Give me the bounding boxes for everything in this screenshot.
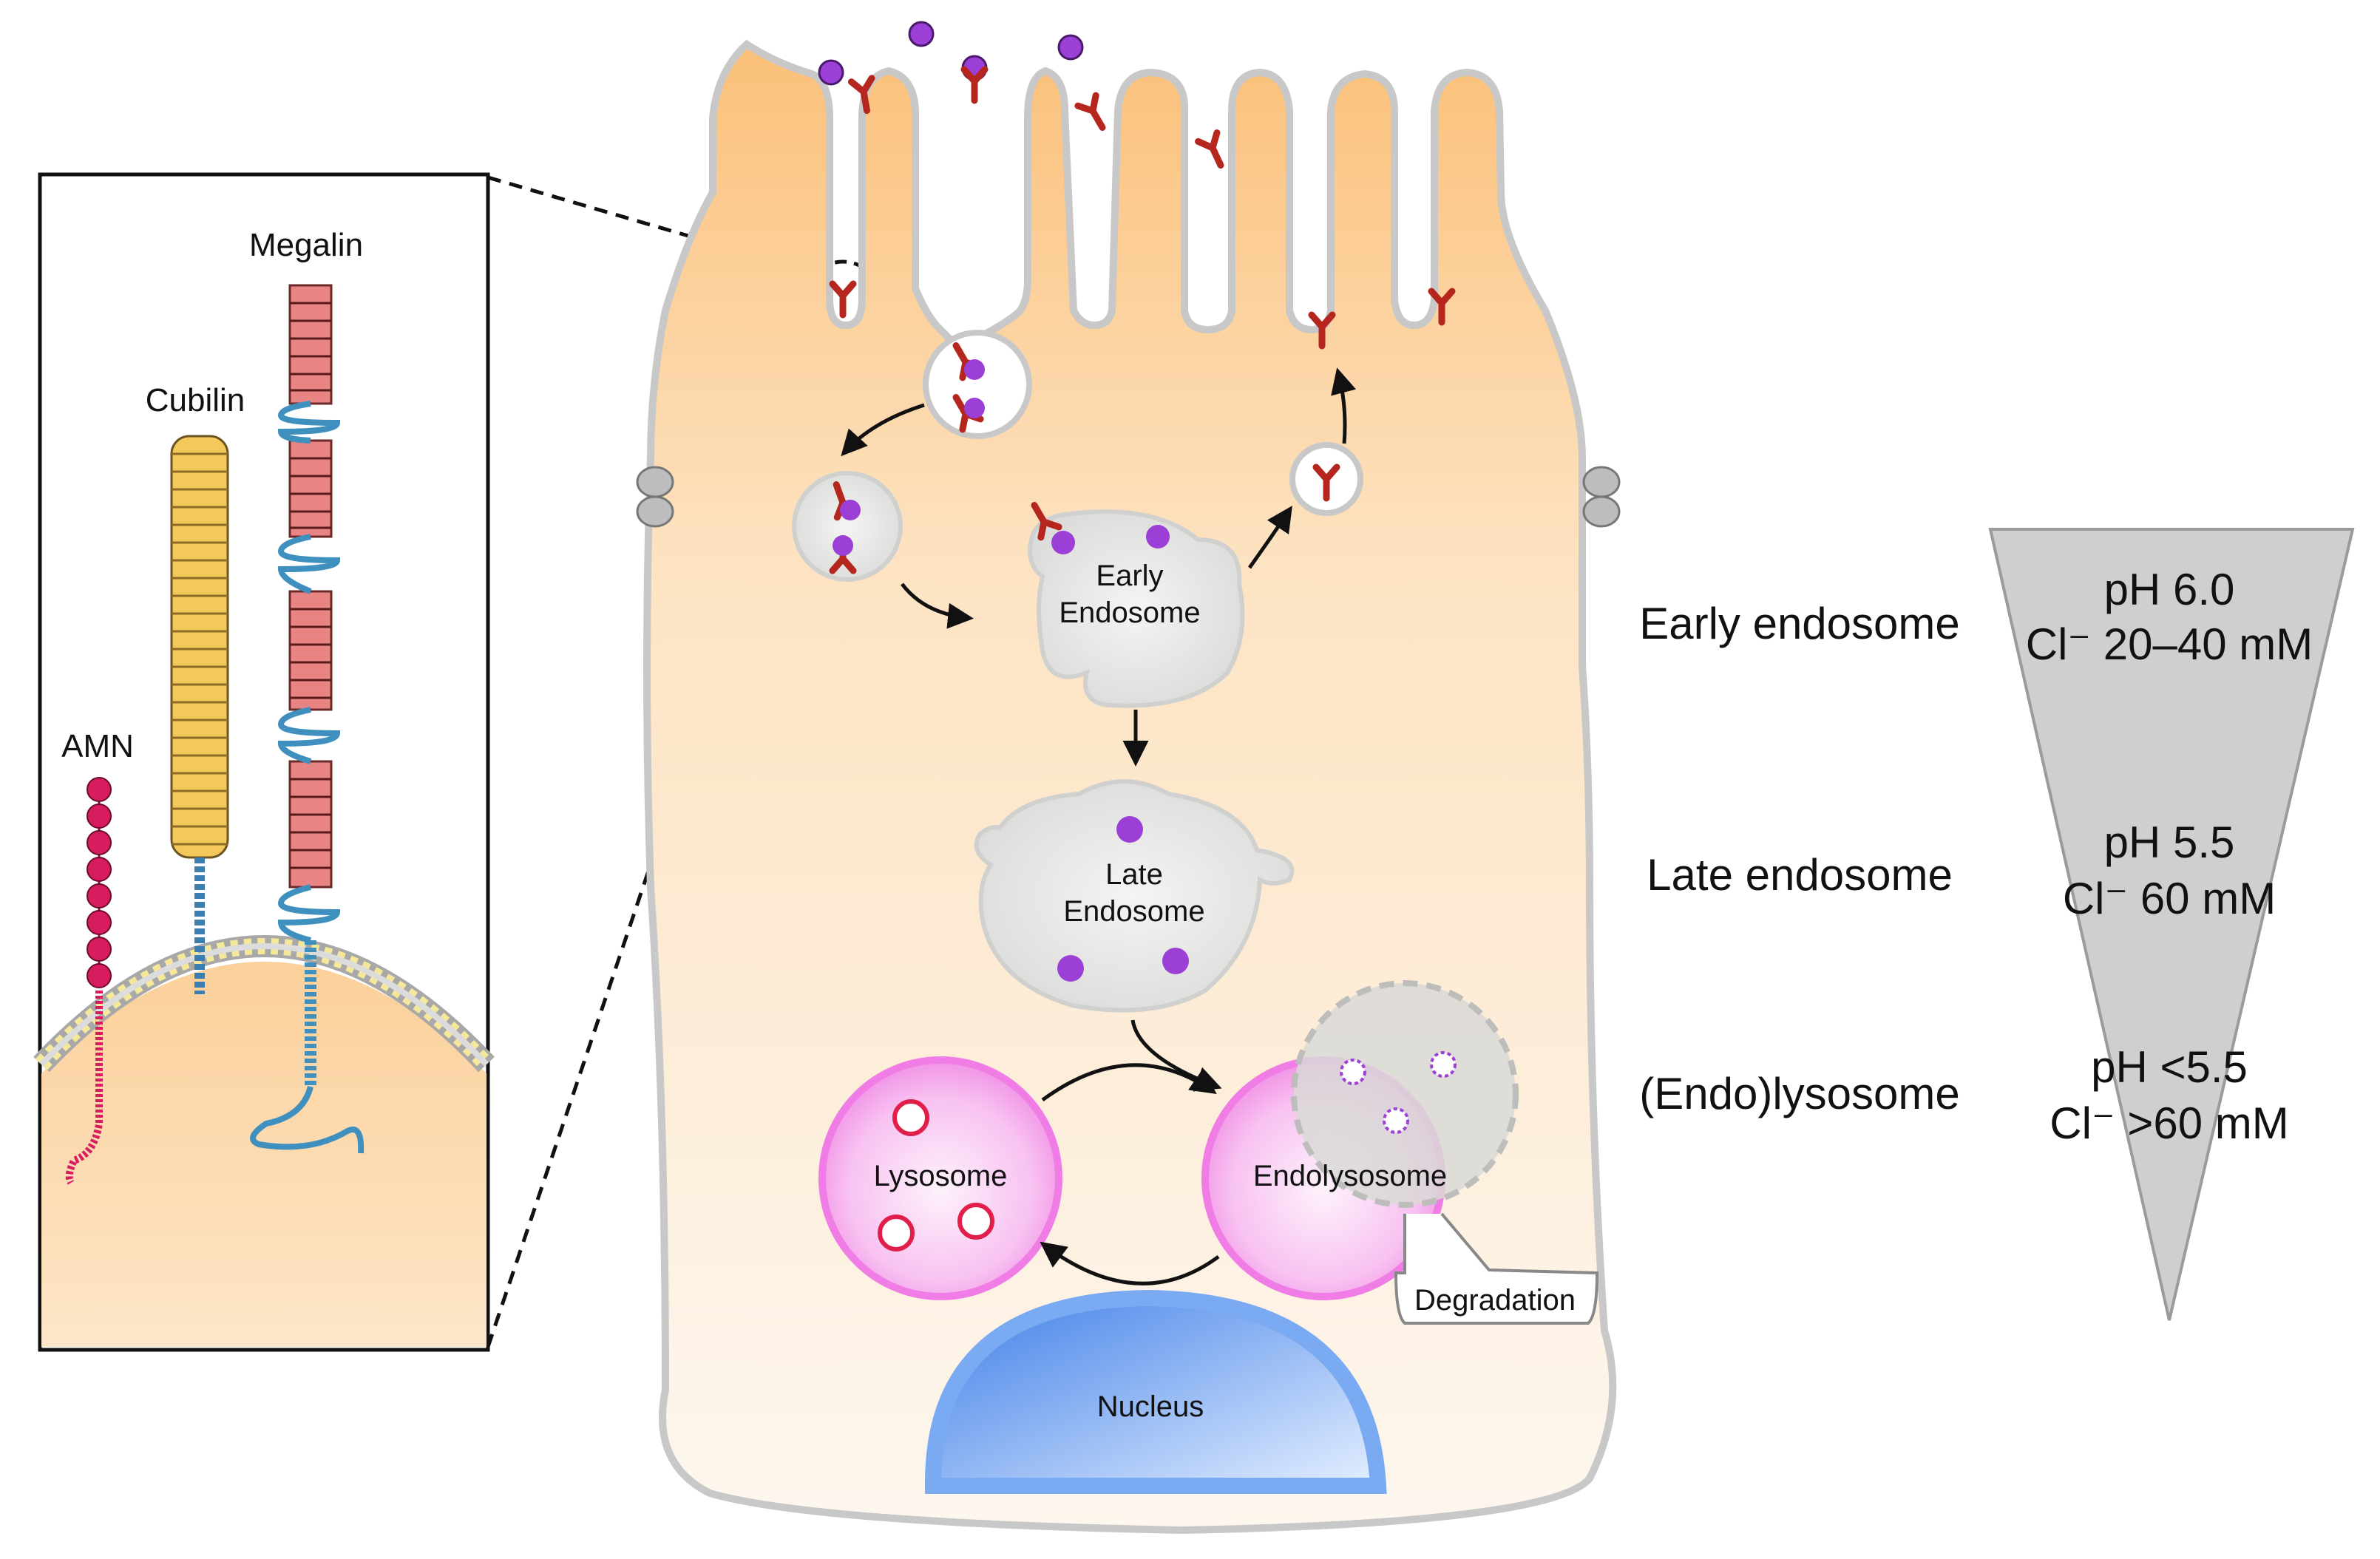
cubilin-protein <box>170 435 229 994</box>
compartment-name-late: Late endosome <box>1647 850 1953 900</box>
compartment-name-early: Early endosome <box>1639 599 1960 648</box>
early-endosome: Early Endosome <box>1025 500 1245 708</box>
megalin-label: Megalin <box>249 227 363 263</box>
compartment-name-endolysosome: (Endo)lysosome <box>1639 1069 1960 1118</box>
endolysosome: Endolysosome <box>1201 980 1519 1300</box>
chloride-value-endolysosome: Cl⁻ >60 mM <box>2050 1098 2288 1148</box>
ph-value-early: pH 6.0 <box>2104 565 2235 614</box>
early-endosome-label-line2: Endosome <box>1059 597 1200 629</box>
nucleus-label: Nucleus <box>1097 1390 1204 1423</box>
lysosome: Lysosome <box>818 1056 1062 1300</box>
early-endosome-label-line1: Early <box>1096 560 1163 592</box>
cubilin-label: Cubilin <box>146 382 245 418</box>
late-endosome-label-line1: Late <box>1105 858 1163 891</box>
degradation-label: Degradation <box>1414 1284 1576 1317</box>
extracellular-ligands <box>818 21 1084 86</box>
enzyme-icons <box>878 1099 994 1251</box>
chloride-value-early: Cl⁻ 20–40 mM <box>2026 619 2313 669</box>
compartment-late: Late endosome pH 5.5 Cl⁻ 60 mM <box>1647 818 2276 923</box>
tight-junction-right <box>1582 466 1621 528</box>
chloride-value-late: Cl⁻ 60 mM <box>2063 874 2276 923</box>
pathway-arrows <box>841 367 1356 1285</box>
recycling-vesicle <box>1289 442 1363 516</box>
lipid-bilayer <box>33 935 495 1073</box>
compartment-early: Early endosome pH 6.0 Cl⁻ 20–40 mM <box>1639 565 2313 669</box>
tight-junction-left <box>636 466 674 528</box>
nucleus: Nucleus <box>924 1289 1387 1494</box>
endolysosome-label: Endolysosome <box>1253 1160 1447 1192</box>
inset-panel: Megalin Cubilin AMN <box>33 172 495 1352</box>
ph-value-endolysosome: pH <5.5 <box>2091 1042 2248 1092</box>
internalized-vesicle <box>792 471 903 582</box>
late-endosome: Late Endosome <box>974 779 1295 1013</box>
lysosome-label: Lysosome <box>874 1160 1008 1192</box>
compartment-endolysosome: (Endo)lysosome pH <5.5 Cl⁻ >60 mM <box>1639 1042 2288 1148</box>
ph-value-late: pH 5.5 <box>2104 818 2235 867</box>
amn-protein <box>65 777 112 1185</box>
late-endosome-label-line2: Endosome <box>1063 895 1204 928</box>
budding-vesicle <box>923 330 1032 439</box>
amn-label: AMN <box>61 728 134 764</box>
ph-gradient-wedge <box>1988 528 2355 1321</box>
degradation-callout: Degradation <box>1394 1212 1599 1325</box>
megalin-protein <box>250 284 365 1154</box>
